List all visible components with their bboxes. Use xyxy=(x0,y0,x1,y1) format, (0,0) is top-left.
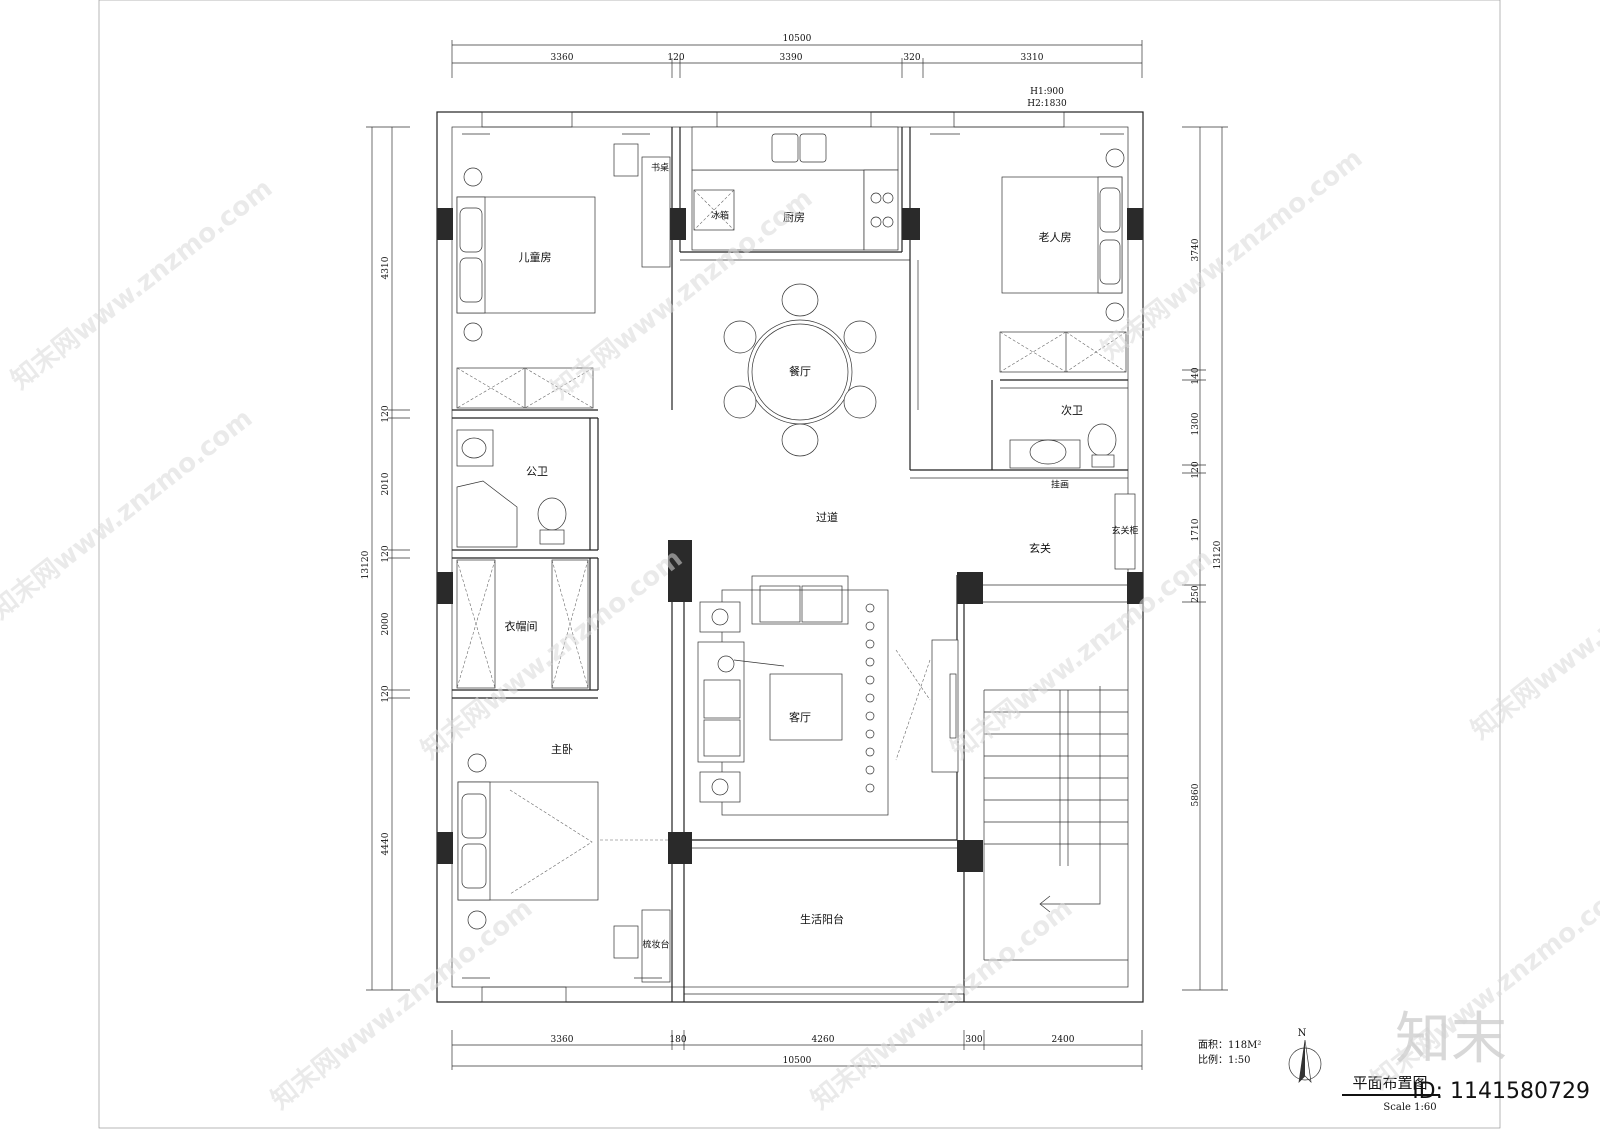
right-dimensions: 3740 140 1300 120 1710 250 5860 13120 xyxy=(1182,126,1228,991)
watermark-id: ID: 1141580729 xyxy=(1412,1079,1590,1104)
second-bath-label: 次卫 xyxy=(1061,403,1083,417)
kitchen-label: 厨房 xyxy=(783,211,805,224)
right-dim-3: 1300 xyxy=(1191,412,1201,435)
bottom-dim-5: 2400 xyxy=(1052,1035,1075,1045)
right-dim-5: 1710 xyxy=(1191,518,1201,541)
watermark-site-8: 知末网www.znzmo.com xyxy=(266,893,538,1115)
public-bath-label: 公卫 xyxy=(526,465,548,478)
public-bath-fixtures xyxy=(456,429,567,548)
second-bath-fixtures xyxy=(1009,423,1117,469)
watermark-site-9: 知末网www.znzmo.com xyxy=(806,893,1078,1115)
top-dim-2: 120 xyxy=(667,53,684,63)
fridge-label: 冰箱 xyxy=(711,210,729,222)
kitchen-furniture xyxy=(691,126,899,251)
top-dim-4: 320 xyxy=(903,53,920,63)
living-room-furniture xyxy=(697,575,959,816)
right-total-dim: 13120 xyxy=(1213,540,1223,569)
right-dim-1: 3740 xyxy=(1191,238,1201,261)
dining-label: 餐厅 xyxy=(789,364,811,378)
watermark-site-6: 知末网www.znzmo.com xyxy=(946,543,1218,765)
balcony-label: 生活阳台 xyxy=(800,912,844,926)
scale-note: Scale 1:60 xyxy=(1383,1102,1436,1113)
kids-room-label: 儿童房 xyxy=(519,250,552,264)
left-dim-7: 4440 xyxy=(381,832,391,855)
corridor-label: 过道 xyxy=(816,510,838,524)
watermark-site-4: 知末网www.znzmo.com xyxy=(0,403,258,625)
elder-room-furniture xyxy=(930,133,1127,373)
master-bedroom-label: 主卧 xyxy=(551,743,573,756)
left-dim-3: 2010 xyxy=(381,472,391,495)
top-dim-3: 3390 xyxy=(780,53,803,63)
bottom-dim-4: 300 xyxy=(965,1035,982,1045)
bottom-dim-3: 4260 xyxy=(812,1035,835,1045)
area-note: 面积：118M² xyxy=(1198,1039,1261,1051)
top-dim-1: 3360 xyxy=(551,53,574,63)
right-dim-2: 140 xyxy=(1191,367,1201,384)
left-dimensions: 13120 4310 120 2010 120 2000 120 4440 xyxy=(361,126,410,991)
north-arrow-icon xyxy=(1288,1039,1322,1083)
staircase xyxy=(983,686,1128,961)
top-dim-5: 3310 xyxy=(1021,53,1044,63)
left-dim-1: 4310 xyxy=(381,256,391,279)
left-total-dim: 13120 xyxy=(361,550,371,579)
cloakroom-label: 衣帽间 xyxy=(505,619,538,633)
top-dimensions: 10500 3360 120 3390 320 3310 xyxy=(451,34,1143,78)
structural-columns xyxy=(437,208,1143,872)
right-dim-6: 250 xyxy=(1191,585,1201,602)
left-dim-4: 120 xyxy=(381,545,391,562)
window-h1-note: H1:900 xyxy=(1030,87,1064,97)
ratio-note: 比例：1:50 xyxy=(1198,1053,1250,1066)
master-bedroom-furniture xyxy=(457,753,671,983)
watermark-site-7: 知末网www.znzmo.com xyxy=(1466,523,1600,745)
dresser-label: 梳妆台 xyxy=(642,939,669,951)
window-h2-note: H2:1830 xyxy=(1027,99,1067,109)
watermark-site-3: 知末网www.znzmo.com xyxy=(1096,143,1368,365)
entrance-label: 玄关 xyxy=(1029,541,1051,555)
kids-room-furniture xyxy=(456,133,671,409)
top-total-dim: 10500 xyxy=(783,34,812,44)
left-dim-2: 120 xyxy=(381,405,391,422)
bottom-dim-2: 180 xyxy=(669,1035,686,1045)
dining-furniture xyxy=(723,283,877,457)
plan-title: 平面布置图 xyxy=(1352,1074,1427,1092)
drawing-frame xyxy=(98,0,1501,1129)
cloakroom-furniture xyxy=(456,559,589,689)
bottom-dim-1: 3360 xyxy=(551,1035,574,1045)
left-dim-6: 120 xyxy=(381,685,391,702)
bottom-total-dim: 10500 xyxy=(783,1056,812,1066)
right-dim-7: 5860 xyxy=(1191,783,1201,806)
painting-label: 挂画 xyxy=(1051,479,1069,491)
north-label: N xyxy=(1298,1028,1307,1039)
left-dim-5: 2000 xyxy=(381,612,391,635)
bottom-dimensions: 3360 180 4260 300 2400 10500 xyxy=(451,1030,1143,1070)
elder-room-label: 老人房 xyxy=(1039,231,1072,244)
living-room-label: 客厅 xyxy=(789,710,811,724)
watermark-brand: 知末 xyxy=(1395,1007,1507,1072)
desk-label: 书桌 xyxy=(651,162,669,174)
shoe-cabinet xyxy=(1114,493,1136,570)
watermark-site-1: 知末网www.znzmo.com xyxy=(6,173,278,395)
shoe-cabinet-label: 玄关柜 xyxy=(1111,525,1138,537)
right-dim-4: 120 xyxy=(1191,461,1201,478)
